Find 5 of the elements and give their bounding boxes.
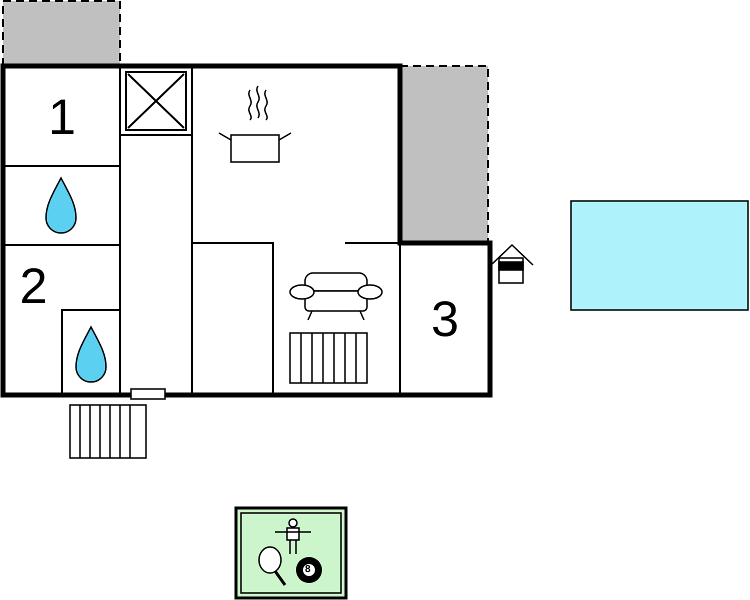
ball-number: 8	[305, 564, 311, 576]
room-number: 1	[48, 92, 76, 142]
room-number: 3	[431, 294, 459, 344]
room-number: 2	[20, 260, 48, 310]
swimming-pool	[570, 200, 749, 311]
